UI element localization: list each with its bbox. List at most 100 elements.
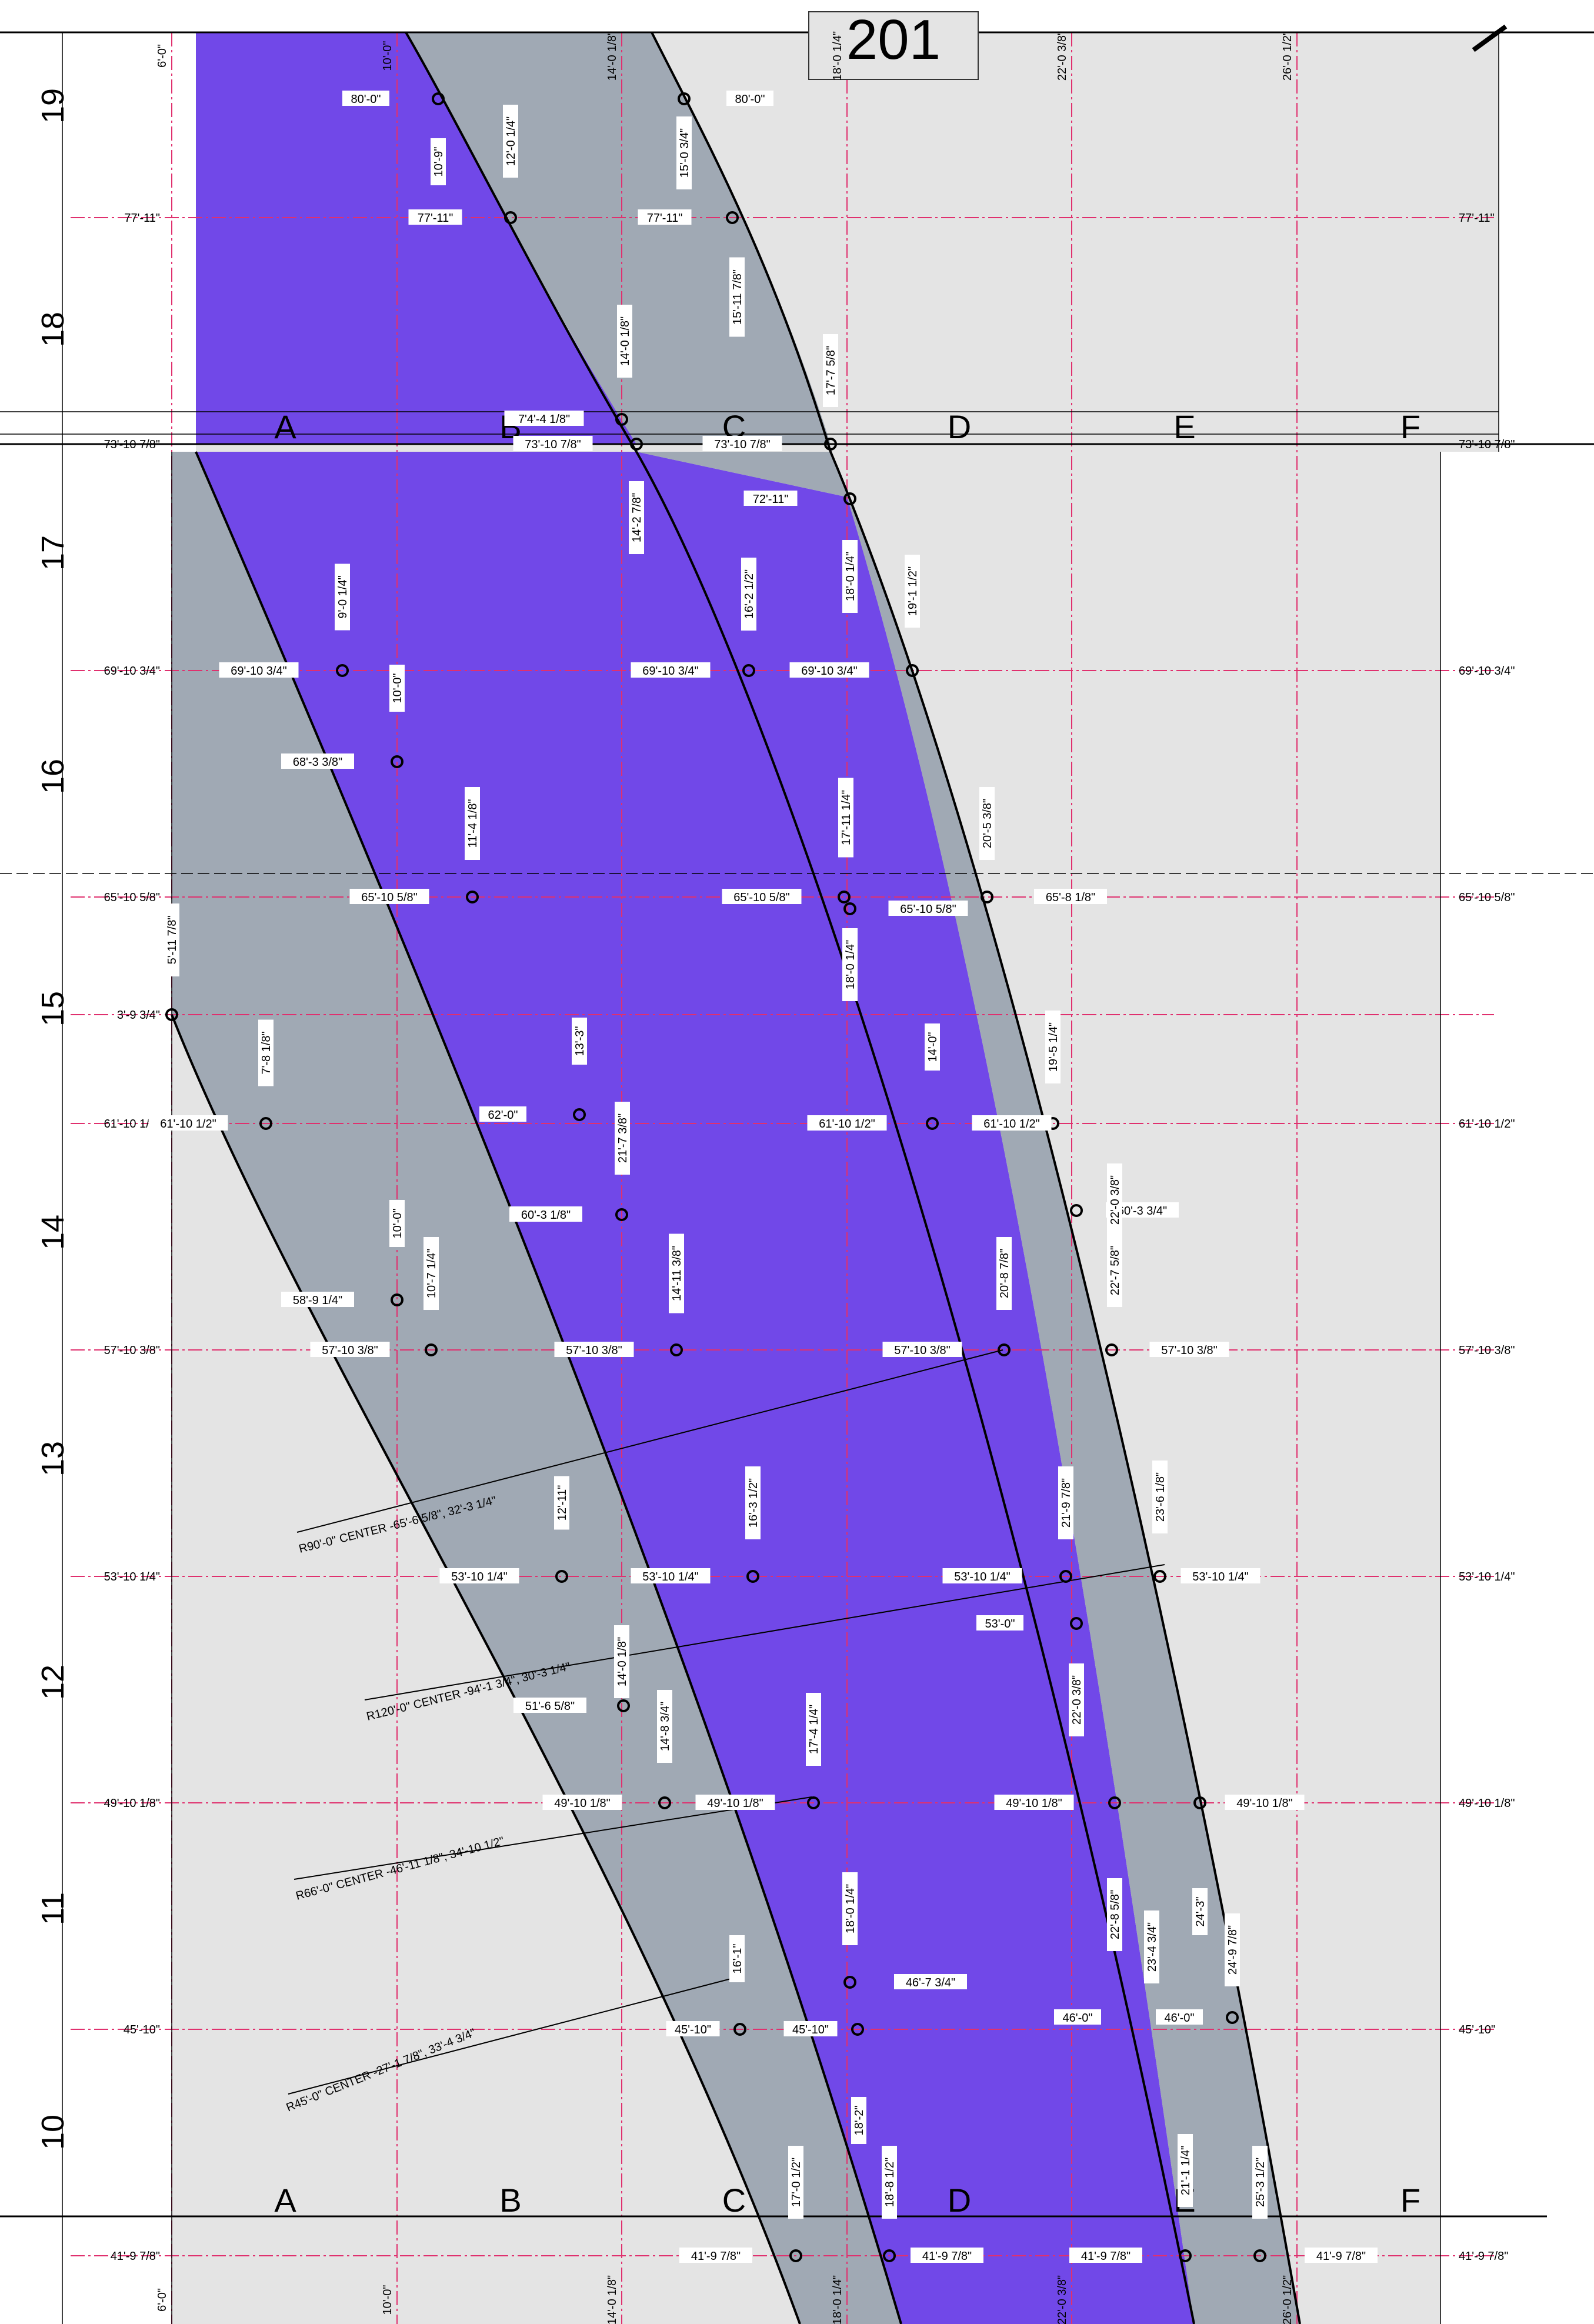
dimension-label-bg bbox=[726, 91, 773, 106]
dimension-label: 53'-10 1/4" bbox=[451, 1571, 507, 1583]
node-point bbox=[883, 2249, 896, 2262]
dimension-label: 61'-10 1/2" bbox=[983, 1118, 1039, 1131]
dimension-label-vertical: 18'-0 1/4" bbox=[844, 940, 857, 989]
dimension-label-bg bbox=[788, 2146, 803, 2219]
dimension-label: 57'-10 3/8" bbox=[894, 1344, 950, 1357]
dimension-label-bg bbox=[431, 138, 446, 185]
dimension-label-bg bbox=[342, 91, 389, 106]
dimension-label-bg bbox=[542, 1795, 622, 1810]
station-label-left: 65'-10 5/8" bbox=[104, 891, 160, 904]
dimension-label: 65'-10 5/8" bbox=[361, 891, 417, 904]
column-letter: C bbox=[722, 2182, 746, 2219]
node-point bbox=[391, 755, 403, 768]
dimension-label-bg bbox=[842, 1872, 858, 1945]
dimension-label-bg bbox=[669, 1233, 684, 1313]
node-point bbox=[555, 1570, 568, 1583]
station-label-right: 53'-10 1/4" bbox=[1459, 1571, 1515, 1583]
dimension-label-bg bbox=[617, 305, 632, 378]
dimension-label: 49'-10 1/8" bbox=[554, 1797, 610, 1810]
node-point bbox=[981, 891, 993, 903]
dimension-label-vertical: 21'-7 3/8" bbox=[616, 1113, 629, 1163]
column-axis-label-top: 10'-0" bbox=[381, 41, 394, 71]
node-point bbox=[851, 2023, 864, 2036]
dimension-label-bg bbox=[942, 1568, 1022, 1583]
dimension-label-bg bbox=[842, 928, 858, 1001]
dimension-label-bg bbox=[972, 1115, 1052, 1131]
dimension-label: 53'-10 1/4" bbox=[954, 1571, 1010, 1583]
dimension-label-vertical: 16'-2 1/2" bbox=[743, 569, 756, 619]
dimension-label-vertical: 18'-0 1/4" bbox=[844, 552, 857, 601]
node-point bbox=[504, 211, 517, 224]
node-point bbox=[615, 1208, 628, 1221]
dimension-label-bg bbox=[554, 1342, 634, 1357]
dimension-label-bg bbox=[631, 1568, 711, 1583]
station-label-left: 45'-10" bbox=[124, 2023, 160, 2036]
dimension-label-bg bbox=[679, 2248, 752, 2263]
dimension-label-vertical: 18'-8 1/2" bbox=[883, 2158, 896, 2207]
dimension-label-bg bbox=[888, 901, 968, 916]
dimension-label-bg bbox=[638, 209, 692, 225]
node-point bbox=[1226, 2011, 1239, 2024]
dimension-label-bg bbox=[349, 889, 429, 904]
node-point bbox=[726, 211, 739, 224]
station-label-right: 41'-9 7/8" bbox=[1459, 2250, 1508, 2263]
north-arrow bbox=[1472, 24, 1508, 52]
dimension-label: 80'-0" bbox=[735, 93, 765, 106]
dimension-label: 73'-10 7/8" bbox=[525, 438, 581, 451]
dimension-label-bg bbox=[695, 1795, 775, 1810]
dimension-label-bg bbox=[423, 1237, 439, 1310]
dimension-label-vertical: 15'-0 3/4" bbox=[678, 128, 691, 178]
dimension-label-vertical: 13'-3" bbox=[573, 1026, 586, 1056]
station-label-right: 69'-10 3/4" bbox=[1459, 665, 1515, 678]
dimension-label-bg bbox=[281, 753, 354, 769]
dimension-label: 41'-9 7/8" bbox=[922, 2250, 972, 2263]
row-number: 16 bbox=[35, 759, 71, 794]
station-label-left: 49'-10 1/8" bbox=[104, 1797, 160, 1810]
dimension-label-vertical: 20'-5 3/8" bbox=[981, 799, 994, 848]
dimension-label-bg bbox=[676, 116, 692, 189]
column-axis-label-top: 22'-0 3/8" bbox=[1056, 31, 1069, 81]
dimension-label-bg bbox=[1192, 1888, 1208, 1935]
dimension-label-bg bbox=[1252, 2146, 1268, 2219]
dimension-label-bg bbox=[905, 555, 920, 628]
dimension-label-bg bbox=[745, 1466, 761, 1539]
dimension-label-vertical: 14'-8 3/4" bbox=[659, 1702, 672, 1751]
node-point bbox=[1193, 1796, 1206, 1809]
station-labels: 77'-11" 73'-10 7/8" 69'-10 3/4" 65'-10 5/8"… bbox=[104, 212, 1515, 2263]
dimension-label-bg bbox=[741, 558, 756, 631]
dimension-label: 57'-10 3/8" bbox=[322, 1344, 378, 1357]
row-number: 13 bbox=[35, 1441, 71, 1476]
dimension-label: 49'-10 1/8" bbox=[707, 1797, 763, 1810]
station-label-left: 73'-10 7/8" bbox=[104, 438, 160, 451]
dimension-label-bg bbox=[504, 411, 584, 426]
dimension-label: 69'-10 3/4" bbox=[231, 665, 286, 678]
column-axis-label-top: 18'-0 1/4" bbox=[831, 31, 844, 81]
station-label-left: 57'-10 3/8" bbox=[104, 1344, 160, 1357]
dimension-label-bg bbox=[994, 1795, 1074, 1810]
dimension-label-bg bbox=[976, 1615, 1023, 1631]
dimension-label: 46'-7 3/4" bbox=[906, 1976, 955, 1989]
node-point bbox=[1070, 1617, 1083, 1630]
column-axis-label-top: 26'-0 1/2" bbox=[1281, 31, 1294, 81]
dimension-label-vertical: 25'-3 1/2" bbox=[1254, 2158, 1267, 2207]
dimension-label-bg bbox=[789, 662, 869, 678]
dimension-label-vertical: 14'-0 1/8" bbox=[619, 316, 632, 366]
column-axis-label-top: 14'-0 1/8" bbox=[606, 31, 619, 81]
dimension-label-bg bbox=[882, 1342, 962, 1357]
dimension-label: 49'-10 1/8" bbox=[1236, 1797, 1292, 1810]
dimension-label-bg bbox=[1054, 2009, 1101, 2025]
dimension-label-bg bbox=[164, 903, 179, 976]
dimension-label-bg bbox=[1034, 889, 1107, 904]
node-point bbox=[1108, 1796, 1121, 1809]
station-label-right: 65'-10 5/8" bbox=[1459, 891, 1515, 904]
column-letter: F bbox=[1400, 2182, 1420, 2219]
dimension-label: 65'-10 5/8" bbox=[900, 903, 956, 916]
node-point bbox=[998, 1343, 1011, 1356]
dimension-label-vertical: 22'-0 3/8" bbox=[1071, 1675, 1083, 1725]
dimension-label-bg bbox=[479, 1106, 526, 1122]
dimension-label: 77'-11" bbox=[647, 212, 683, 225]
dimension-label: 68'-3 3/8" bbox=[293, 756, 342, 769]
dimension-label: 72'-11" bbox=[753, 493, 789, 506]
